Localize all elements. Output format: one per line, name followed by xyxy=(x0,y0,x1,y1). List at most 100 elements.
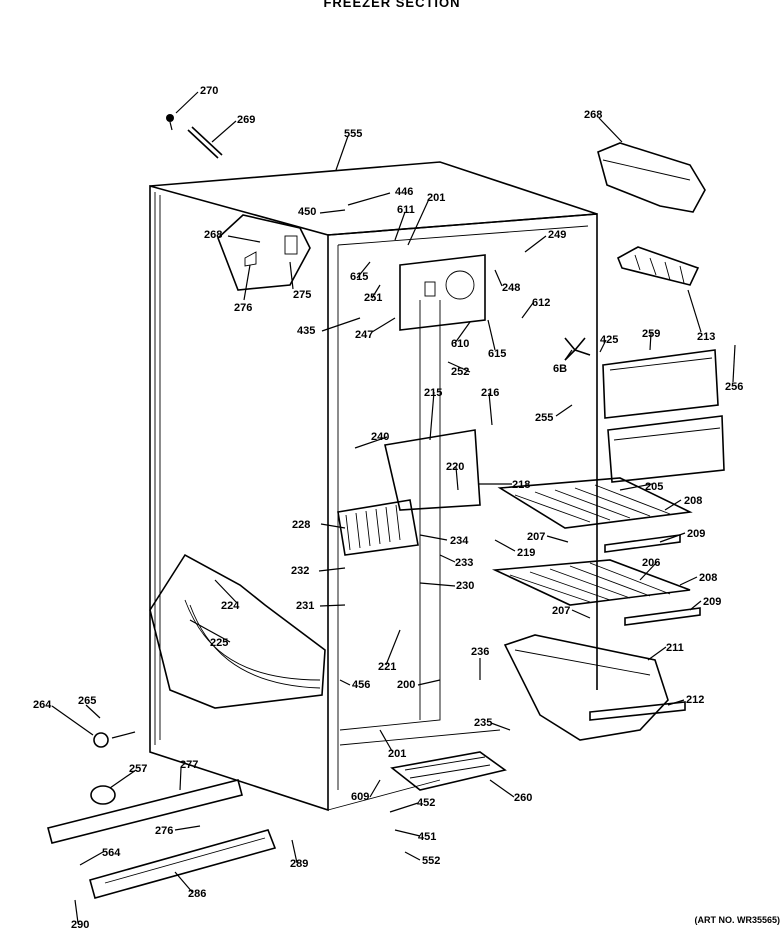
icebucket xyxy=(597,142,706,213)
callout-610: 610 xyxy=(451,338,469,350)
callout-208-lower: 208 xyxy=(699,572,717,584)
callout-609: 609 xyxy=(351,791,369,803)
callout-228: 228 xyxy=(292,519,310,531)
callout-260: 260 xyxy=(514,792,532,804)
left-bracket-panel xyxy=(217,214,311,291)
callout-201: 201 xyxy=(427,192,445,204)
callout-251: 251 xyxy=(364,292,382,304)
wire-shelf-206 xyxy=(491,559,691,606)
callout-247: 247 xyxy=(355,329,373,341)
air-duct-215 xyxy=(384,429,481,511)
front-cover-254 xyxy=(607,415,725,483)
callout-615-lower: 615 xyxy=(488,348,506,360)
callout-206: 206 xyxy=(642,557,660,569)
callout-615-upper: 615 xyxy=(350,271,368,283)
ice-tray xyxy=(616,246,700,286)
callout-215: 215 xyxy=(424,387,442,399)
rail-277 xyxy=(47,779,243,844)
callout-234: 234 xyxy=(450,535,469,547)
callout-269: 269 xyxy=(237,114,255,126)
callout-240: 240 xyxy=(371,431,389,443)
evaporator-228 xyxy=(337,499,419,556)
callout-252: 252 xyxy=(451,366,469,378)
callout-249: 249 xyxy=(548,229,566,241)
callout-213: 213 xyxy=(697,331,715,343)
callout-216: 216 xyxy=(481,387,499,399)
callout-276-lower: 276 xyxy=(155,825,173,837)
callout-265: 265 xyxy=(78,695,96,707)
callout-232: 232 xyxy=(291,565,309,577)
drain-pan-260 xyxy=(390,751,507,791)
callout-456: 456 xyxy=(352,679,370,691)
callout-275: 275 xyxy=(293,289,311,301)
callout-231: 231 xyxy=(296,600,314,612)
callout-564: 564 xyxy=(102,847,121,859)
callout-276: 276 xyxy=(234,302,252,314)
callout-435: 435 xyxy=(297,325,315,337)
callout-207-lower: 207 xyxy=(552,605,570,617)
callout-224: 224 xyxy=(221,600,240,612)
callout-452: 452 xyxy=(417,797,435,809)
callout-555: 555 xyxy=(344,128,362,140)
callout-289: 289 xyxy=(290,858,308,870)
callout-200: 200 xyxy=(397,679,415,691)
hinge-pin-269 xyxy=(187,126,223,159)
callout-446: 446 xyxy=(395,186,413,198)
callout-612: 612 xyxy=(532,297,550,309)
callout-218: 218 xyxy=(512,479,530,491)
roller-264 xyxy=(93,731,136,748)
callout-268-left: 268 xyxy=(204,229,222,241)
callout-labels: 270 269 555 446 450 201 611 268 276 275 … xyxy=(33,85,743,931)
callout-211: 211 xyxy=(666,642,684,654)
callout-221: 221 xyxy=(378,661,396,673)
diagram-title: FREEZER SECTION xyxy=(323,0,461,10)
callout-248: 248 xyxy=(502,282,520,294)
shelf-strip-209-upper xyxy=(604,534,681,553)
wire-shelf-205 xyxy=(497,477,693,529)
callout-220: 220 xyxy=(446,461,464,473)
callout-290: 290 xyxy=(71,919,89,931)
callout-205: 205 xyxy=(645,481,663,493)
basket-front-212 xyxy=(589,701,686,721)
callout-552: 552 xyxy=(422,855,440,867)
screw-270 xyxy=(166,114,174,131)
callout-286: 286 xyxy=(188,888,206,900)
callout-257: 257 xyxy=(129,763,147,775)
callout-425: 425 xyxy=(600,334,618,346)
callout-255: 255 xyxy=(535,412,553,424)
basket-211 xyxy=(503,634,669,741)
callout-268-right: 268 xyxy=(584,109,602,121)
callout-207-upper: 207 xyxy=(527,531,545,543)
toe-grille-286 xyxy=(89,829,277,899)
callout-212: 212 xyxy=(686,694,704,706)
shelf-cover-259 xyxy=(602,349,719,419)
callout-259: 259 xyxy=(642,328,660,340)
callout-219: 219 xyxy=(517,547,535,559)
callout-230: 230 xyxy=(456,580,474,592)
shelf-strip-209-lower xyxy=(624,607,701,626)
callout-256: 256 xyxy=(725,381,743,393)
callout-201-lower: 201 xyxy=(388,748,406,760)
callout-209-lower: 209 xyxy=(703,596,721,608)
callout-236: 236 xyxy=(471,646,489,658)
callout-451: 451 xyxy=(418,831,436,843)
callout-209-upper: 209 xyxy=(687,528,705,540)
callout-233: 233 xyxy=(455,557,473,569)
callout-225: 225 xyxy=(210,637,228,649)
callout-264: 264 xyxy=(33,699,52,711)
callout-611: 611 xyxy=(397,204,415,216)
knob-257 xyxy=(90,785,116,805)
drain-panel-224 xyxy=(149,553,326,709)
callout-450: 450 xyxy=(298,206,316,218)
callout-277: 277 xyxy=(180,759,198,771)
art-number: (ART NO. WR35565) xyxy=(694,915,780,925)
leader-lines xyxy=(51,91,736,924)
callout-270: 270 xyxy=(200,85,218,97)
cover-plate-evaporator xyxy=(399,254,486,331)
callout-6B: 6B xyxy=(553,363,567,375)
callout-208-upper: 208 xyxy=(684,495,702,507)
fan-6B xyxy=(564,337,591,361)
freezer-cabinet xyxy=(149,161,598,812)
callout-235: 235 xyxy=(474,717,492,729)
